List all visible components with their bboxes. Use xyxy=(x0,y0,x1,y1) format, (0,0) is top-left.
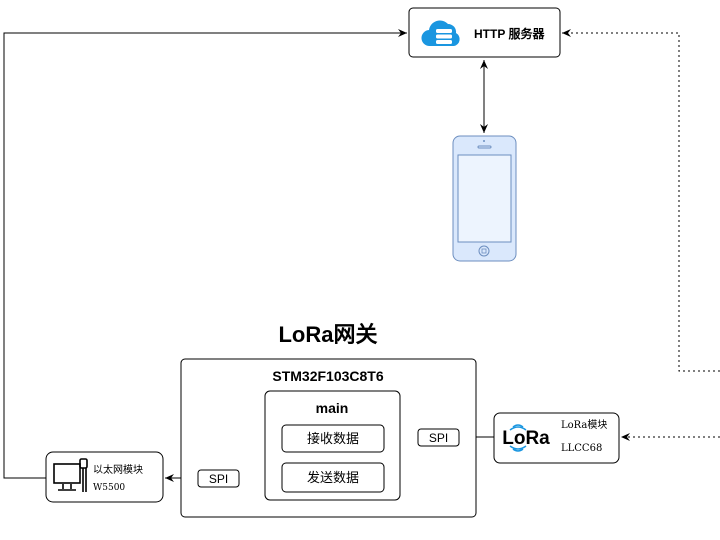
spi-right-label-box: SPI xyxy=(417,428,460,447)
smartphone-icon[interactable] xyxy=(452,135,517,262)
send-data-block[interactable]: 发送数据 xyxy=(281,462,385,493)
receive-data-block[interactable]: 接收数据 xyxy=(281,424,385,453)
lora-module-model: LLCC68 xyxy=(561,443,602,454)
ethernet-module-model: W5500 xyxy=(93,483,125,493)
spi-left-label-box: SPI xyxy=(197,469,240,488)
lora-module-node[interactable]: LoRa LoRa模块 LLCC68 xyxy=(493,412,620,464)
send-data-label: 发送数据 xyxy=(307,470,359,485)
main-label: main xyxy=(316,400,349,416)
ethernet-module-node[interactable]: 以太网模块 W5500 xyxy=(45,451,164,503)
mcu-label: STM32F103C8T6 xyxy=(272,368,383,384)
lora-logo: LoRa xyxy=(502,428,550,449)
external-to-http-dashed-connector xyxy=(562,29,720,372)
lora-signal-icon xyxy=(509,424,527,452)
http-server-label: HTTP 服务器 xyxy=(474,26,545,41)
http-server-node[interactable]: HTTP 服务器 xyxy=(408,7,561,58)
ethernet-module-name: 以太网模块 xyxy=(93,463,143,476)
spi-right-label: SPI xyxy=(429,431,448,445)
lora-module-name: LoRa模块 xyxy=(561,419,607,431)
gateway-title: LoRa网关 xyxy=(278,322,377,347)
cloud-server-icon xyxy=(421,20,460,47)
receive-data-label: 接收数据 xyxy=(307,431,359,446)
computer-ethernet-icon xyxy=(53,458,88,492)
ethernet-to-http-connector xyxy=(3,29,407,479)
spi-left-label: SPI xyxy=(209,472,228,486)
